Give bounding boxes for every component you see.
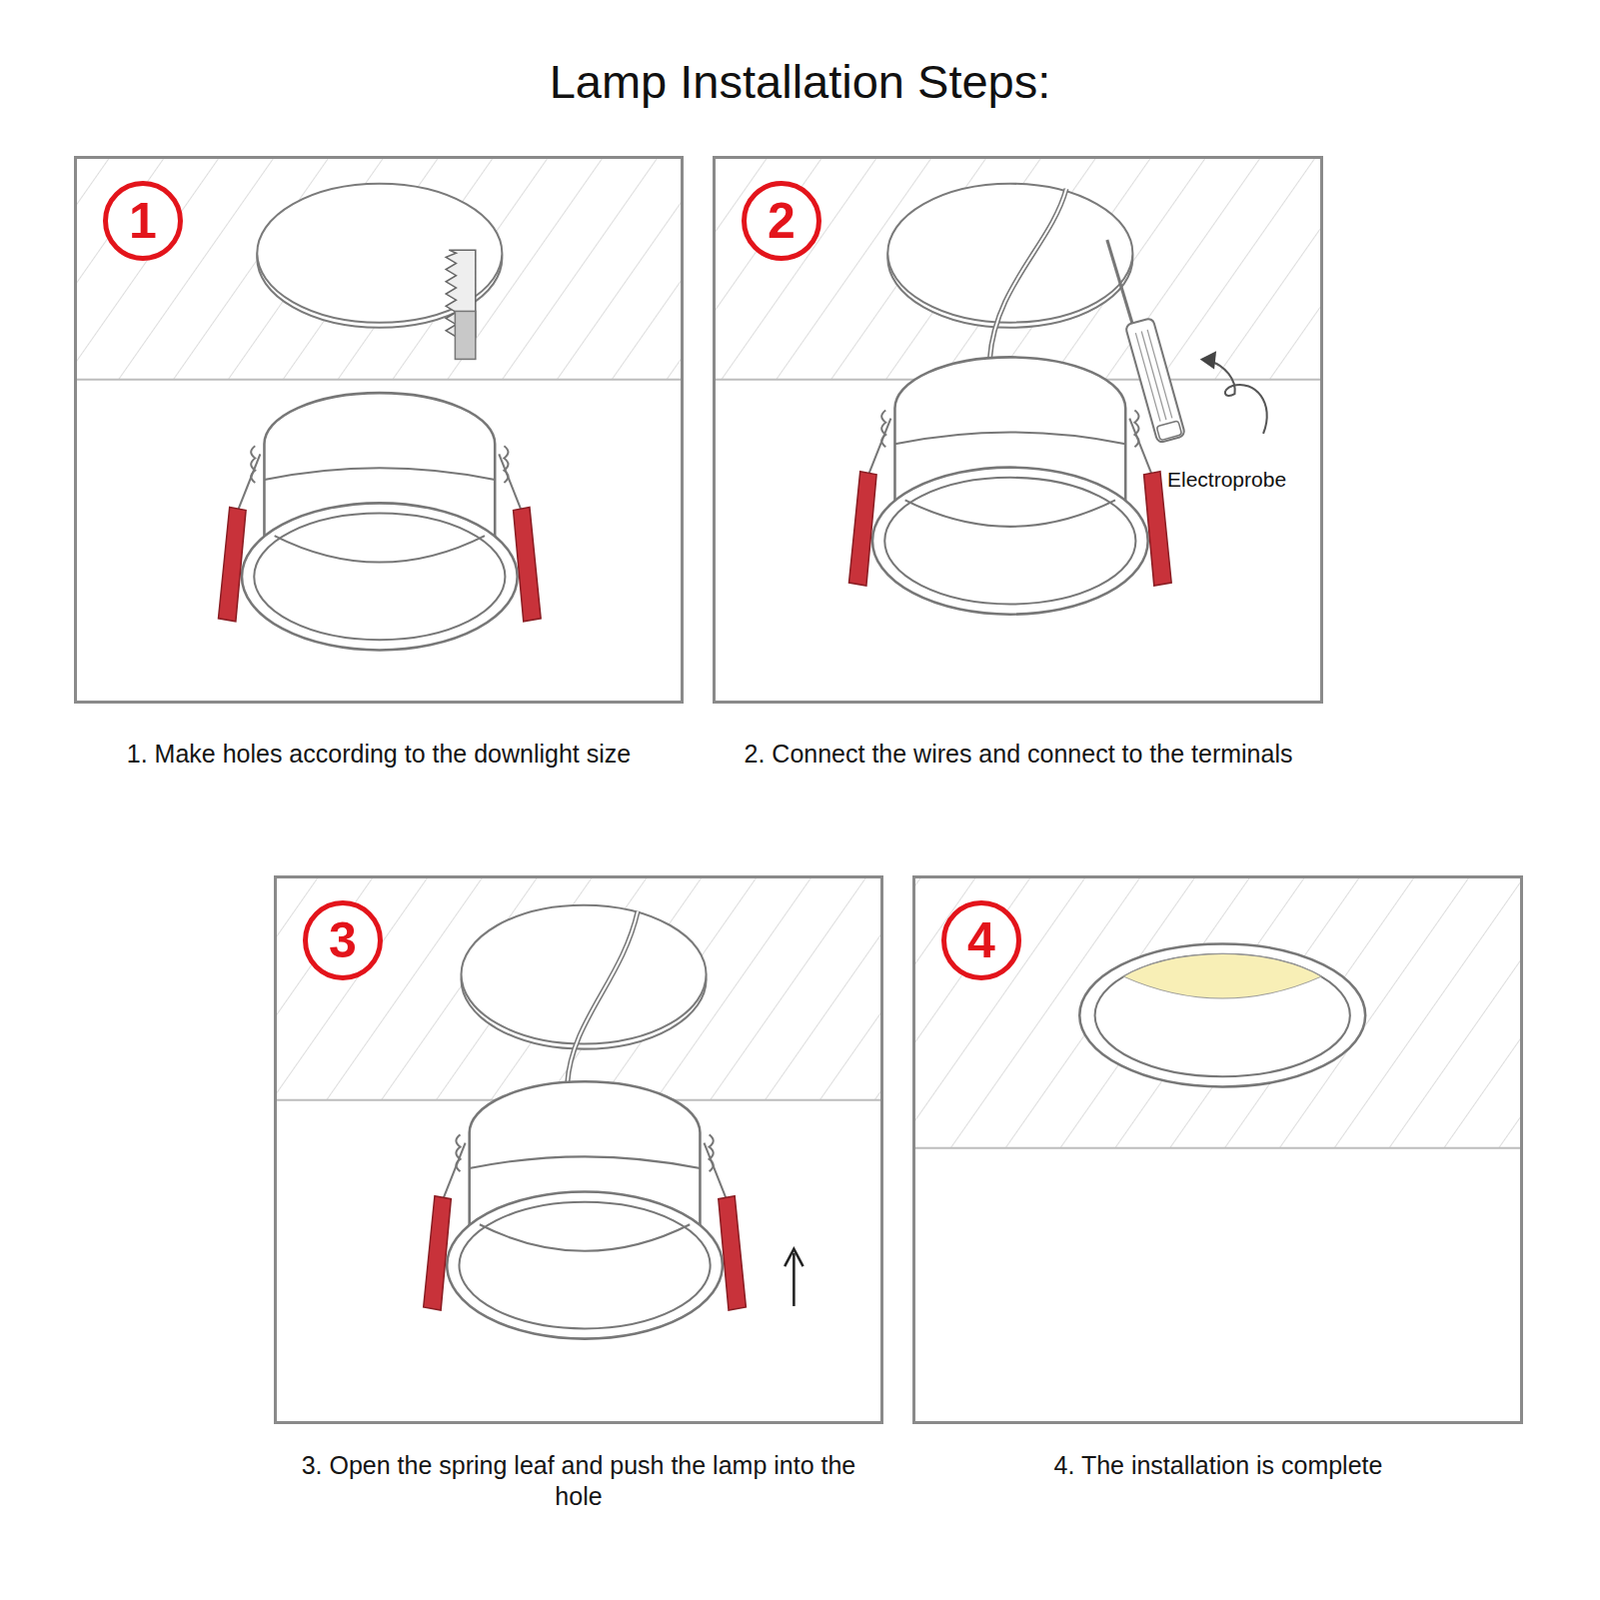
step-caption: 3. Open the spring leaf and push the lam… bbox=[298, 1450, 859, 1513]
step-number-circle: 3 bbox=[302, 900, 383, 981]
step-caption: 4. The installation is complete bbox=[868, 1450, 1569, 1482]
step-number-circle: 4 bbox=[941, 900, 1022, 981]
step-panel: 4. The installation is complete4 bbox=[912, 875, 1524, 1425]
tool-label: Electroprobe bbox=[1167, 466, 1287, 493]
callout-number: 3 bbox=[328, 915, 357, 966]
callout-number: 4 bbox=[967, 915, 996, 966]
step-panel: 3. Open the spring leaf and push the lam… bbox=[273, 875, 884, 1425]
step-caption: 1. Make holes according to the downlight… bbox=[28, 738, 729, 770]
title: Lamp Installation Steps: bbox=[0, 53, 1600, 110]
callout-number: 2 bbox=[767, 195, 796, 246]
step-panel: 1. Make holes according to the downlight… bbox=[73, 155, 684, 704]
step-caption: 2. Connect the wires and connect to the … bbox=[658, 738, 1379, 770]
step-number-circle: 1 bbox=[102, 180, 183, 261]
callout-number: 1 bbox=[128, 195, 157, 246]
step-number-circle: 2 bbox=[741, 180, 822, 261]
step-panel: 2. Connect the wires and connect to the … bbox=[712, 155, 1324, 704]
